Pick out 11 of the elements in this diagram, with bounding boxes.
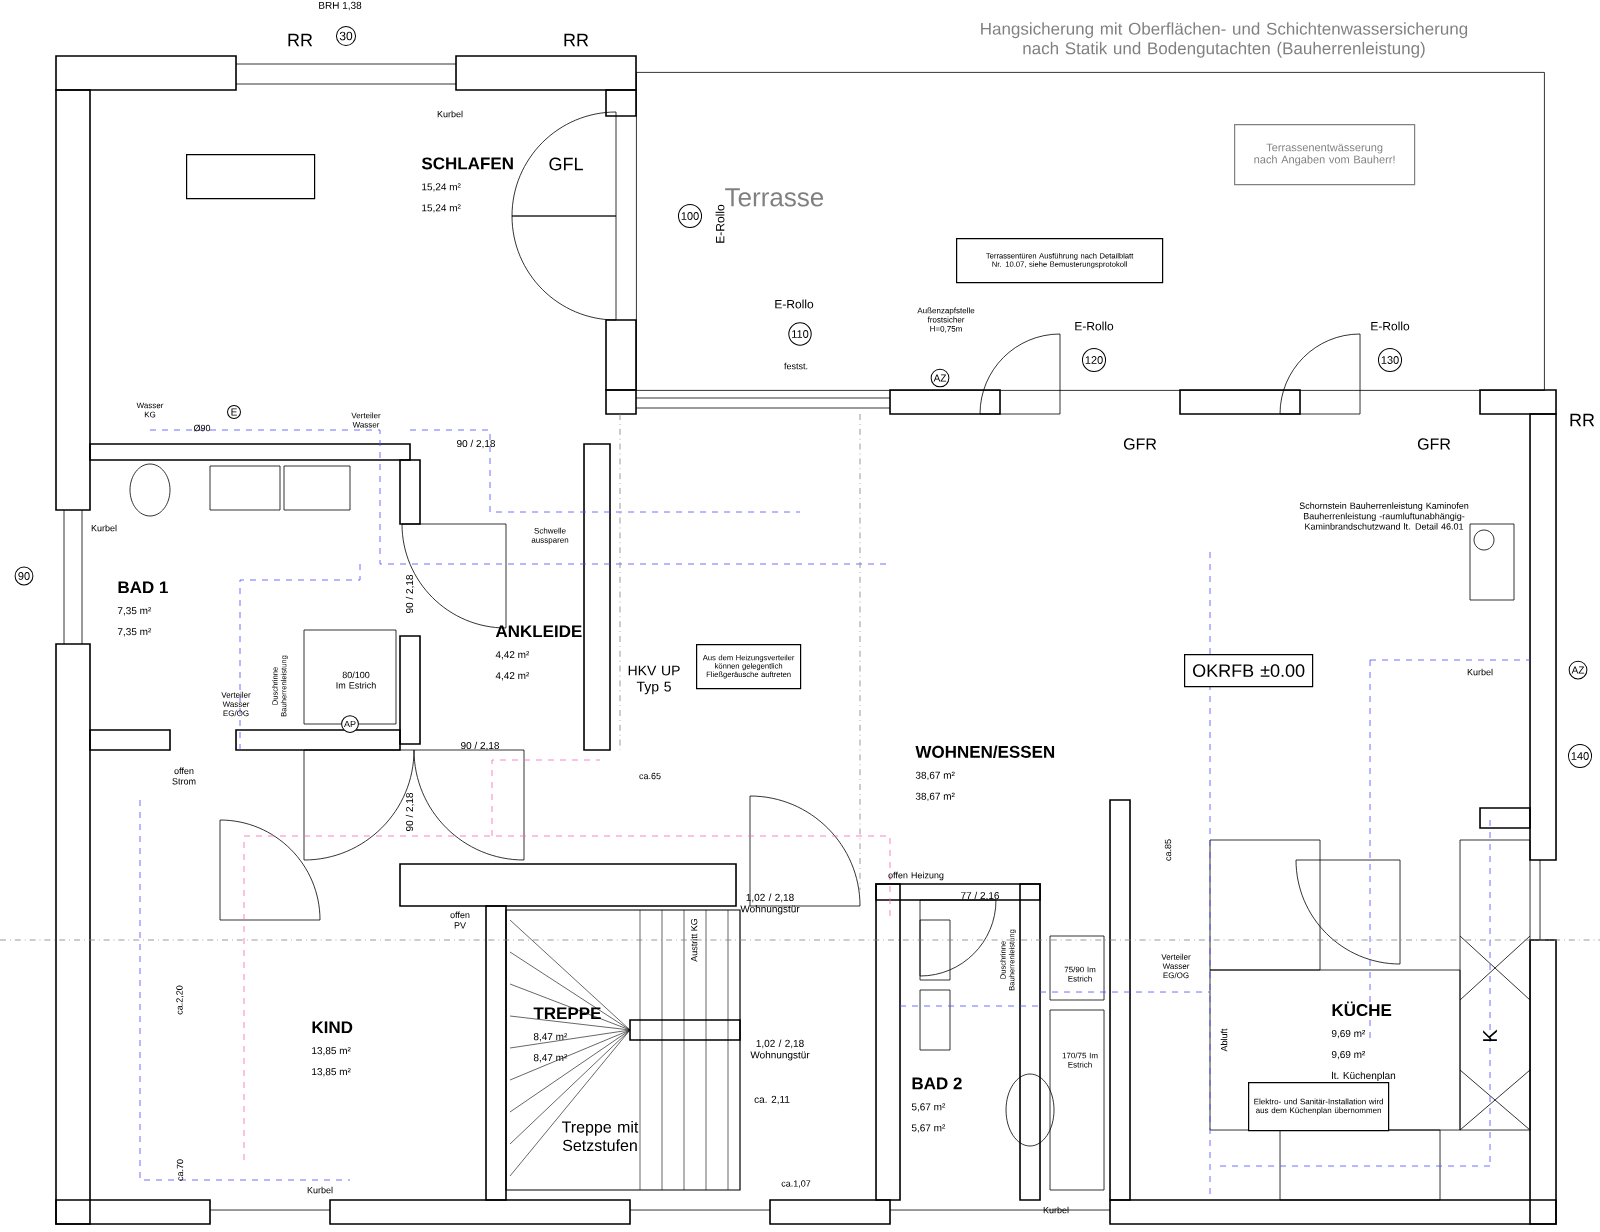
annotation-text: RR xyxy=(1570,413,1595,427)
annotation-text: K xyxy=(1483,1029,1497,1042)
annotation-text: RR xyxy=(288,33,313,47)
annotation-text: RR xyxy=(564,33,589,47)
annotation-text: GFR xyxy=(1417,438,1451,450)
note-text: Hangsicherung mit Oberflächen- und Schichtenwassersicherung nach Statik und Bodengutachten (Bauherrenleistung) xyxy=(981,22,1468,58)
annotation-text: Treppe mit Setzstufen xyxy=(561,1120,639,1152)
annotation-text: GFL xyxy=(549,157,583,171)
blank-sign xyxy=(186,154,316,200)
annotation-text: GFR xyxy=(1123,438,1157,450)
note-box: OKRFB ±0.00 xyxy=(1184,654,1314,688)
